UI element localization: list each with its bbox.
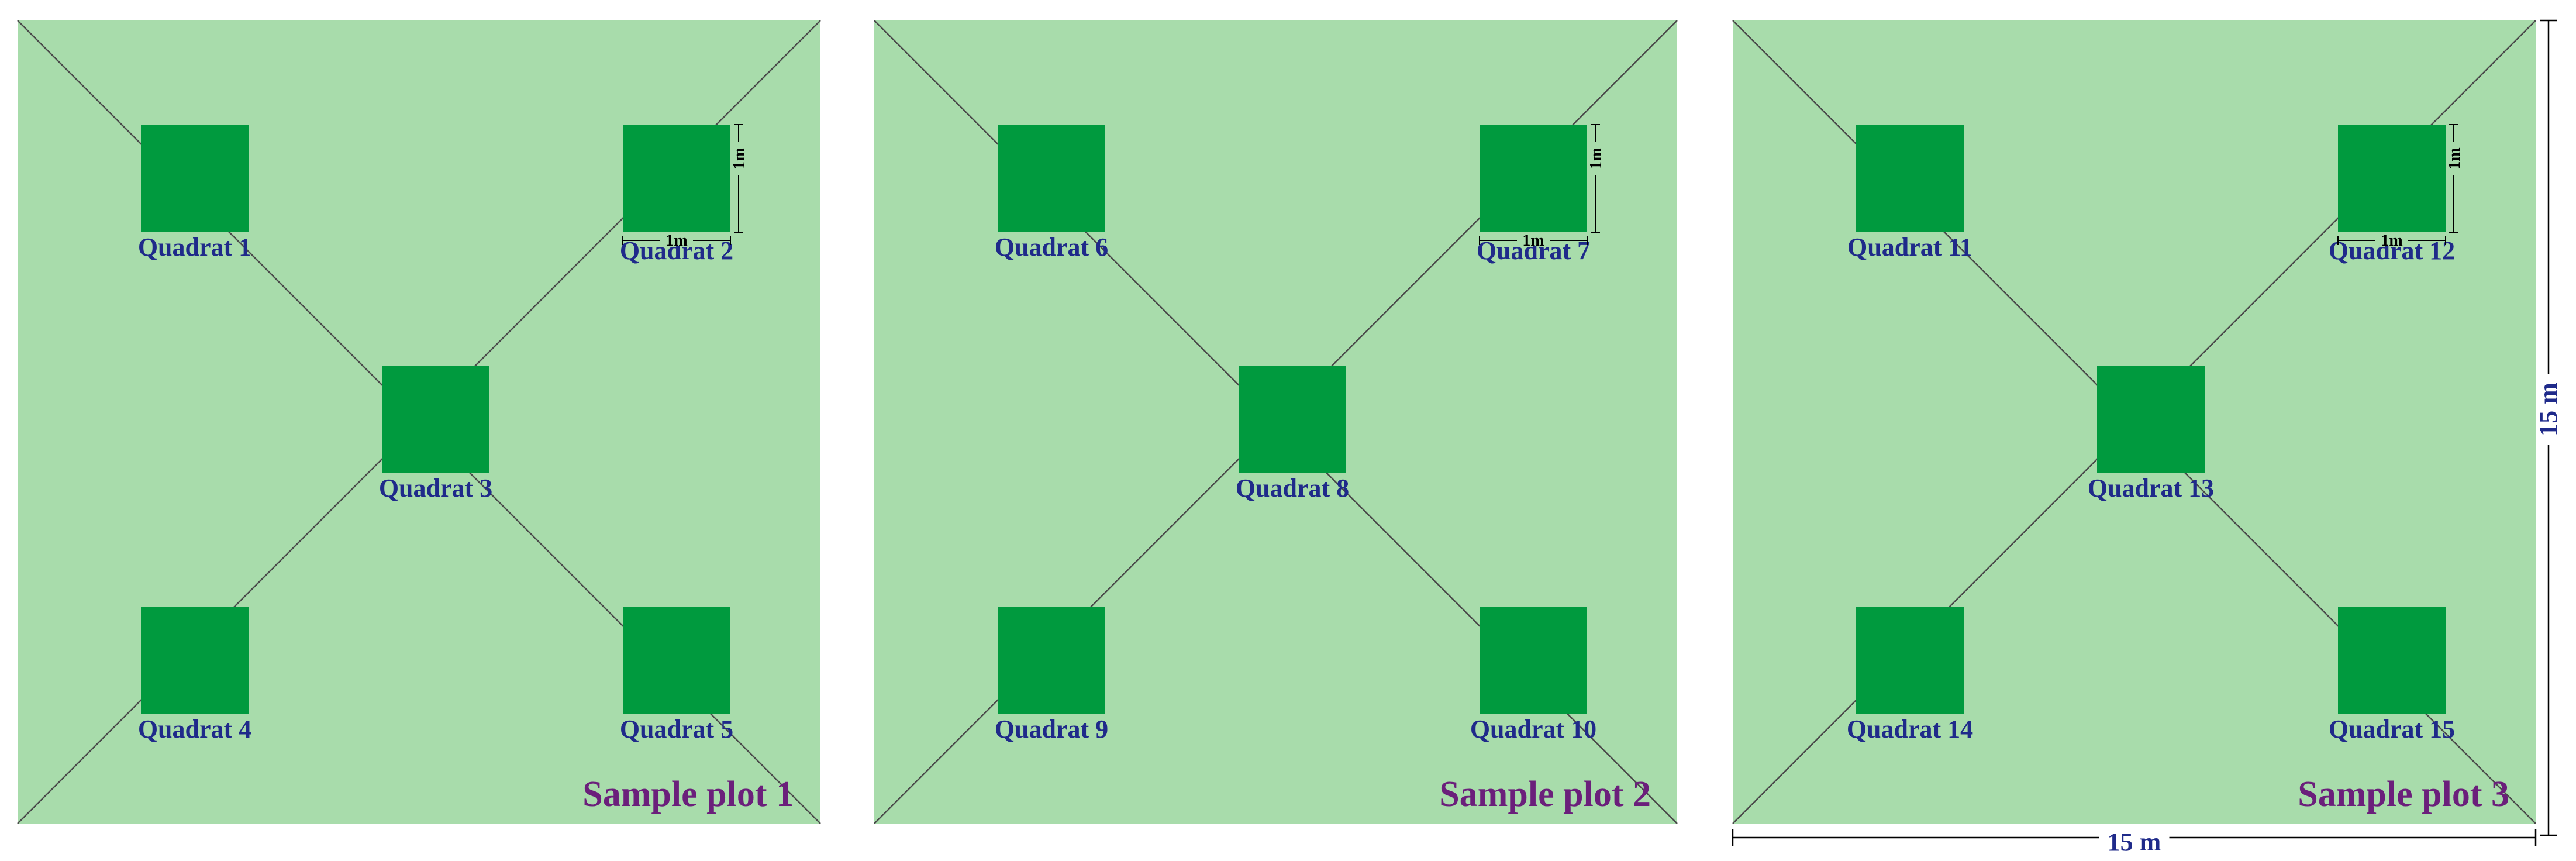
quadrat-square [1856,607,1964,714]
height-scale-label: 1m [2446,147,2464,169]
quadrat-4: Quadrat 4 [138,607,251,743]
quadrat-label: Quadrat 15 [2329,715,2455,743]
quadrat-13: Quadrat 13 [2088,366,2214,502]
quadrat-square [623,125,730,232]
quadrat-scale-bars: 1m 1m [622,124,749,250]
sample-plot-1: Quadrat 1 Quadrat 2 Quadrat 3 Quadrat 4 Quad… [17,20,821,824]
height-scale-label: 1m [730,147,749,169]
plot-height-label: 15 m [2534,383,2563,436]
plot-dimension-lines: 15 m 15 m [1732,19,2563,857]
quadrat-label: Quadrat 1 [138,233,251,261]
quadrat-3: Quadrat 3 [379,366,492,502]
quadrat-10: Quadrat 10 [1470,607,1596,743]
quadrat-14: Quadrat 14 [1847,607,1973,743]
quadrat-7: Quadrat 7 [1477,125,1590,265]
quadrat-2: Quadrat 2 [620,125,733,265]
quadrat-8: Quadrat 8 [1236,366,1349,502]
height-scale-label-bg [2447,142,2460,175]
sample-plot-3: Quadrat 11 Quadrat 12 Quadrat 13 Quadrat 14… [1732,20,2536,824]
quadrat-square [1239,366,1346,473]
quadrat-9: Quadrat 9 [995,607,1108,743]
quadrat-label: Quadrat 8 [1236,474,1349,502]
height-scale-label: 1m [1587,147,1605,169]
quadrat-15: Quadrat 15 [2329,607,2455,743]
height-scale-label-bg [732,142,744,175]
quadrat-square [2097,366,2205,473]
quadrat-label: Quadrat 11 [1847,233,1972,261]
quadrat-square [2338,607,2446,714]
quadrat-label: Quadrat 3 [379,474,492,502]
sample-plot-2: Quadrat 6 Quadrat 7 Quadrat 8 Quadrat 9 Quad… [874,20,1678,824]
quadrat-11: Quadrat 11 [1847,125,1972,261]
plot-width-label: 15 m [2108,828,2161,856]
height-scale-label-bg [1588,142,1601,175]
quadrat-label: Quadrat 9 [995,715,1108,743]
quadrat-scale-bars: 1m 1m [2337,124,2464,250]
plot-height-label-bg [2536,374,2561,445]
width-scale-label-bg [660,233,693,246]
quadrat-square [382,366,489,473]
quadrat-square [1480,607,1587,714]
quadrat-square [1480,125,1587,232]
quadrat-square [141,607,249,714]
quadrat-label: Quadrat 4 [138,715,251,743]
quadrat-scale-bars: 1m 1m [1479,124,1605,250]
width-scale-label-bg [1517,233,1550,246]
quadrat-5: Quadrat 5 [620,607,733,743]
quadrat-label: Quadrat 10 [1470,715,1596,743]
quadrat-6: Quadrat 6 [995,125,1108,261]
sample-plot-label: Sample plot 3 [2298,774,2509,814]
quadrat-1: Quadrat 1 [138,125,251,261]
quadrat-square [998,607,1105,714]
width-scale-label: 1m [2381,232,2402,250]
width-scale-label: 1m [665,232,687,250]
plot-width-label-bg [2099,834,2170,857]
sample-plot-label: Sample plot 2 [1439,774,1651,814]
quadrat-label: Quadrat 6 [995,233,1108,261]
quadrat-square [1856,125,1964,232]
sample-plot-label: Sample plot 1 [582,774,794,814]
quadrat-label: Quadrat 14 [1847,715,1973,743]
quadrat-12: Quadrat 12 [2329,125,2455,265]
width-scale-label: 1m [1522,232,1544,250]
quadrat-square [998,125,1105,232]
quadrat-label: Quadrat 5 [620,715,733,743]
quadrat-label: Quadrat 13 [2088,474,2214,502]
width-scale-label-bg [2375,233,2408,246]
quadrat-square [141,125,249,232]
quadrat-square [623,607,730,714]
quadrat-square [2338,125,2446,232]
